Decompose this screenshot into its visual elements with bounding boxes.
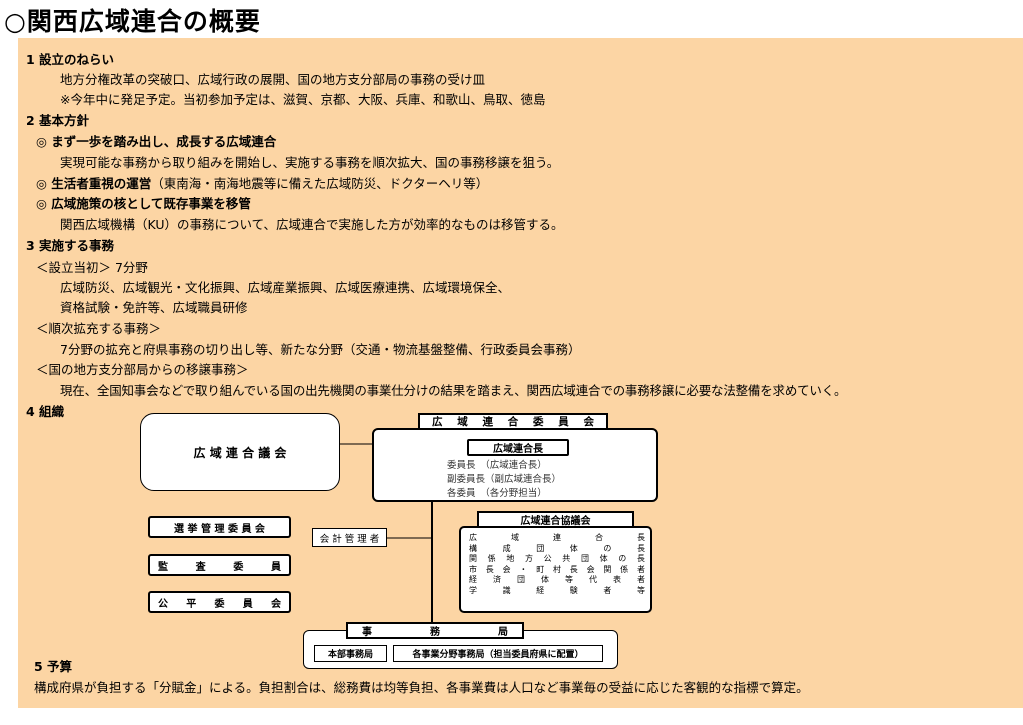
council-box: 広域連合長 構成団体の長 関係地方公共団体の長 市長会・町村長会関係者 経済団体… [459, 526, 652, 613]
section5-text: 構成府県が負担する「分賦金」による。負担割合は、総務費は均等負担、各事業費は人口… [34, 680, 809, 695]
initial-duties-line2: 資格試験・免許等、広域職員研修 [60, 300, 248, 315]
member-chair: 委員長 （広域連合長） [447, 460, 547, 471]
chair-box: 広域連合長 [467, 439, 569, 456]
member-vice: 副委員長（副広域連合長） [447, 474, 562, 485]
hq-secretariat-box: 本部事務局 [314, 645, 387, 662]
fairness-committee-box: 公平委員会 [148, 591, 291, 613]
expanding-duties-line: 7分野の拡充と府県事務の切り出し等、新たな分野（交通・物流基盤整備、行政委員会事… [60, 342, 581, 357]
council-row: 市長会・町村長会関係者 [469, 564, 645, 574]
council-row: 経済団体等代表者 [469, 575, 645, 584]
initial-duties-line1: 広域防災、広域観光・文化振興、広域産業振興、広域医療連携、広域環境保全、 [60, 280, 511, 295]
secretariat-title-box: 事務局 [346, 622, 524, 639]
section2-heading: 2 基本方針 [26, 113, 90, 128]
policy1-heading: ◎ まず一歩を踏み出し、成長する広域連合 [36, 134, 277, 149]
policy1-detail: 実現可能な事務から取り組みを開始し、実施する事務を順次拡大、国の事務移譲を狙う。 [60, 155, 560, 170]
section4-heading: 4 組織 [26, 404, 65, 419]
hq-secretariat-label: 本部事務局 [327, 650, 373, 660]
policy3-detail: 関西広域機構（KU）の事務について、広域連合で実施した方が効率的なものは移管する… [60, 217, 564, 232]
council-row: 学識経験者等 [469, 585, 645, 595]
transfer-duties-heading: ＜国の地方支分部局からの移譲事務＞ [36, 362, 249, 377]
expanding-duties-heading: ＜順次拡充する事務＞ [36, 321, 162, 336]
accountant-box: 会 計 管 理 者 [312, 528, 387, 547]
council-row: 構成団体の長 [469, 543, 645, 553]
section1-line1: 地方分権改革の突破口、広域行政の展開、国の地方支分部局の事務の受け皿 [60, 72, 486, 87]
council-row: 関係地方公共団体の長 [469, 554, 645, 563]
council-members: 広域連合長 構成団体の長 関係地方公共団体の長 市長会・町村長会関係者 経済団体… [469, 533, 645, 596]
audit-committee-box: 監査委員 [148, 554, 291, 576]
policy2-note: （東南海・南海地震等に備えた広域防災、ドクターヘリ等） [151, 176, 489, 191]
committee-title-box: 広域連合委員会 [418, 413, 608, 430]
transfer-duties-line: 現在、全国知事会などで取り組んでいる国の出先機関の事業仕分けの結果を踏まえ、関西… [60, 383, 847, 398]
branch-secretariat-box: 各事業分野事務局（担当委員府県に配置） [393, 645, 603, 662]
committee-box: 広域連合長 委員長 （広域連合長） 副委員長（副広域連合長） 各委員 （各分野担… [372, 428, 658, 502]
accountant-label: 会 計 管 理 者 [319, 533, 380, 545]
member-each: 各委員 （各分野担当） [447, 488, 547, 499]
policy2-heading: ◎ 生活者重視の運営 [36, 176, 152, 191]
council-title-box: 広域連合協議会 [477, 511, 634, 528]
page-title: ○関西広域連合の概要 [4, 7, 261, 36]
election-committee-box: 選 挙 管 理 委 員 会 [148, 516, 291, 538]
section1-heading: 1 設立のねらい [26, 52, 115, 67]
section5-heading: 5 予算 [34, 659, 73, 674]
chair-label: 広域連合長 [493, 444, 543, 455]
council-row: 広域連合長 [469, 533, 645, 542]
branch-secretariat-label: 各事業分野事務局（担当委員府県に配置） [412, 650, 584, 660]
assembly-label: 広 域 連 合 議 会 [193, 445, 287, 460]
council-title-label: 広域連合協議会 [520, 516, 591, 527]
election-committee-label: 選 挙 管 理 委 員 会 [174, 523, 265, 535]
members-list: 委員長 （広域連合長） 副委員長（副広域連合長） 各委員 （各分野担当） [447, 459, 561, 501]
section1-line2: ※今年中に発足予定。当初参加予定は、滋賀、京都、大阪、兵庫、和歌山、鳥取、徳島 [60, 92, 546, 107]
policy3-heading: ◎ 広域施策の核として既存事業を移管 [36, 196, 251, 211]
policy2: ◎ 生活者重視の運営（東南海・南海地震等に備えた広域防災、ドクターヘリ等） [36, 176, 488, 192]
initial-duties-heading: ＜設立当初＞ 7分野 [36, 260, 148, 275]
section3-heading: 3 実施する事務 [26, 238, 115, 253]
assembly-box: 広 域 連 合 議 会 [140, 413, 340, 491]
